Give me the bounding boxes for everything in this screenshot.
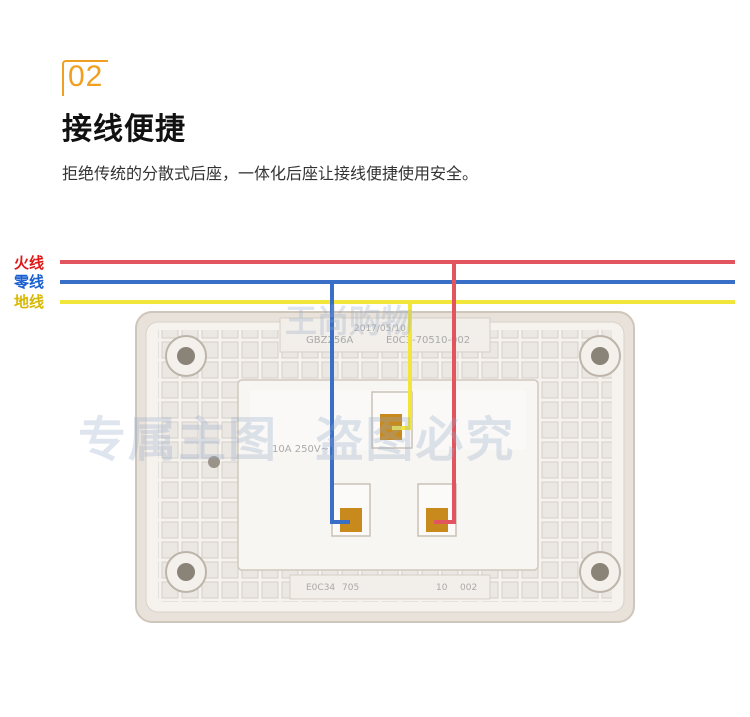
- svg-text:E0C34: E0C34: [306, 583, 335, 593]
- wire-label-ground: 地线: [14, 293, 45, 311]
- molded-text: 2017/05/10 GBZ256A E0C3-70510-002 10A 25…: [272, 324, 477, 593]
- svg-text:002: 002: [460, 583, 477, 593]
- svg-text:2017/05/10: 2017/05/10: [354, 324, 406, 334]
- wires: [60, 260, 735, 524]
- section-title: 接线便捷: [62, 112, 186, 147]
- wire-label-neutral: 零线: [14, 273, 45, 291]
- svg-text:10A 250V~: 10A 250V~: [272, 444, 329, 455]
- section-number-frame: [62, 60, 108, 96]
- svg-text:10: 10: [436, 583, 448, 593]
- wire-label-live: 火线: [14, 254, 45, 272]
- terminals: [331, 391, 457, 537]
- screw-holes: [165, 335, 621, 593]
- svg-text:705: 705: [342, 583, 359, 593]
- svg-text:GBZ256A: GBZ256A: [306, 335, 354, 346]
- svg-text:E0C3-70510-002: E0C3-70510-002: [386, 335, 470, 346]
- socket-panel: [135, 311, 635, 623]
- section-description: 拒绝传统的分散式后座，一体化后座让接线便捷使用安全。: [62, 164, 479, 183]
- section-number: 02: [68, 60, 104, 93]
